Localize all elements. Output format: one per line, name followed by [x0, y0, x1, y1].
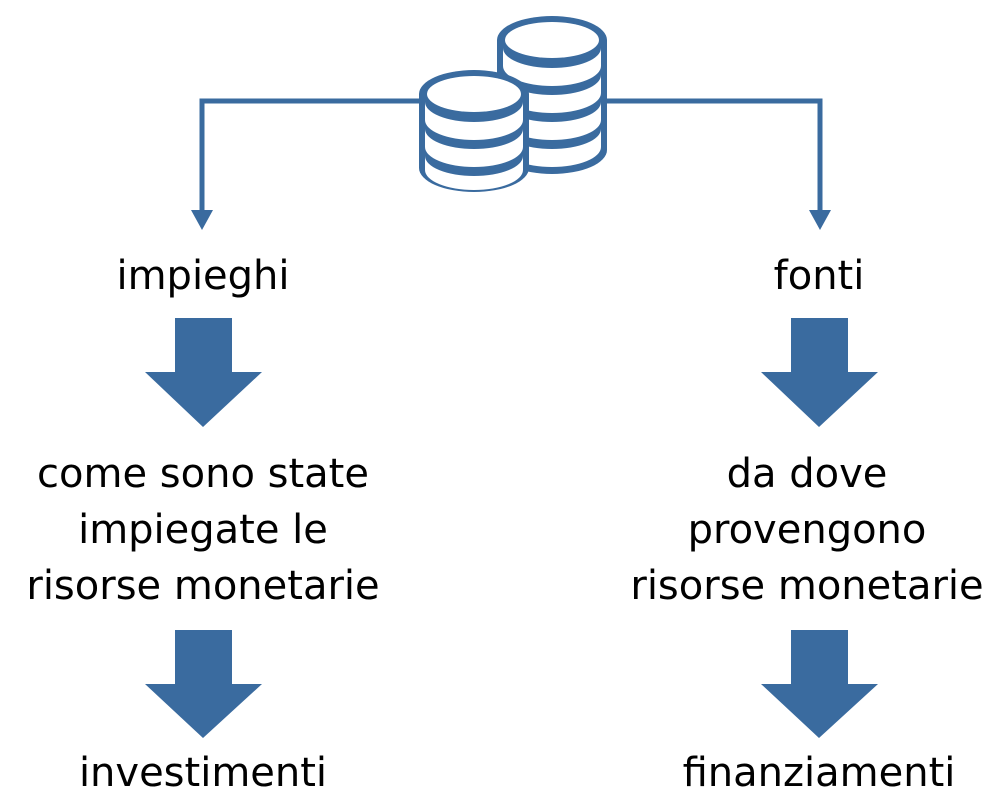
block-arrow-left-1 — [145, 318, 262, 427]
investimenti-result: investimenti — [78, 750, 328, 796]
block-arrow-left-2 — [145, 630, 262, 738]
fonti-description-line-1: da dove — [726, 451, 888, 497]
fonti-description-line-2: provengono — [687, 507, 927, 553]
connector-left — [199, 98, 425, 212]
block-arrow-right-1 — [761, 318, 878, 427]
impieghi-description-line-3: risorse monetarie — [26, 563, 380, 609]
coin-stacks-icon — [419, 16, 607, 192]
impieghi-description-line-1: come sono state — [37, 451, 369, 497]
coin-stack-front — [419, 70, 529, 192]
impieghi-description-line-2: impiegate le — [78, 507, 328, 553]
impieghi-heading: impieghi — [116, 253, 290, 299]
fonti-heading: fonti — [773, 253, 865, 299]
finanziamenti-result: finanziamenti — [682, 750, 956, 796]
fonti-description: da dove provengono risorse monetarie — [612, 446, 1002, 614]
fonti-description-line-3: risorse monetarie — [630, 563, 984, 609]
impieghi-description: come sono state impiegate le risorse mon… — [3, 446, 403, 614]
block-arrow-right-2 — [761, 630, 878, 738]
connector-right — [602, 98, 823, 212]
connector-left-arrowhead — [191, 210, 213, 230]
connector-right-arrowhead — [809, 210, 831, 230]
